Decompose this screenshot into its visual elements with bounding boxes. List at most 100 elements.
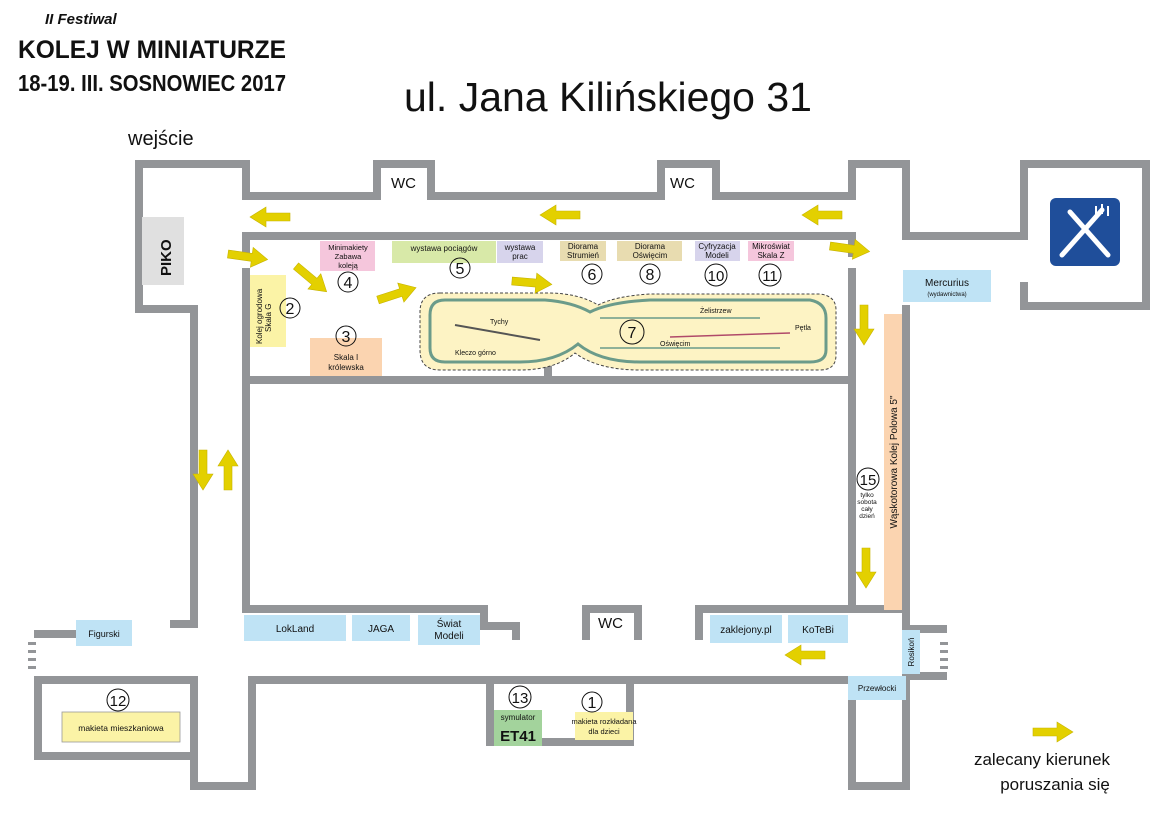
number-13: 13 (512, 690, 529, 707)
wc-label-right: WC (670, 175, 695, 192)
festival-title-line3: 18-19. III. SOSNOWIEC 2017 (18, 70, 286, 96)
arrow-icon (539, 204, 581, 226)
booth-przewlocki (848, 676, 906, 700)
booth-diorama-oswiecim (617, 241, 682, 261)
entrance-label: wejście (127, 128, 194, 150)
number-6: 6 (588, 267, 597, 284)
railway-layout (419, 292, 837, 371)
festival-title-line2: KOLEJ W MINIATURZE (18, 36, 286, 64)
booth-makieta-mieszkaniowa (61, 711, 181, 743)
booth-skala-krolewska (310, 338, 382, 376)
diorama-oswiecim-line2: Oświęcim (633, 251, 668, 260)
number-12: 12 (110, 693, 127, 710)
makieta-rozkladana-line2: dla dzieci (588, 727, 620, 736)
mercurius-sub: (wydawnictwa) (927, 292, 966, 298)
zaklejony-label: zaklejony.pl (720, 625, 772, 636)
wystawa-pociagow-label: wystawa pociągów (410, 244, 478, 253)
kolej-ogrodowa-line2: Skala G (264, 304, 273, 332)
skala-krolewska-line2: królewska (328, 363, 364, 372)
jaga-label: JAGA (368, 624, 394, 635)
booth-cyfryzacja (695, 241, 740, 261)
legend-line1: zalecany kierunek (974, 750, 1111, 769)
layout-label-oswiecim: Oświęcim (660, 341, 691, 348)
minimakiety-line1: Minimakiety (328, 243, 368, 252)
number-1: 1 (588, 695, 597, 712)
minimakiety-line3: koleją (338, 261, 358, 270)
booth-mercurius (903, 270, 991, 302)
mikroswiat-line2: Skala Z (757, 251, 784, 260)
booth-wystawa-prac (497, 241, 543, 263)
przewlocki-label: Przewłocki (858, 684, 896, 693)
arrow-icon (249, 206, 291, 228)
layout-label-petla: Pętla (795, 325, 811, 332)
number-7: 7 (628, 325, 637, 342)
number-15: 15 (860, 472, 877, 489)
number-10: 10 (708, 268, 725, 285)
diorama-oswiecim-line1: Diorama (635, 242, 666, 251)
arrow-icon (784, 644, 826, 666)
booth-wystawa-pociagow (392, 241, 496, 263)
mercurius-label: Mercurius (925, 278, 969, 289)
legend-arrow-icon (1032, 721, 1074, 743)
makieta-rozkladana-line1: makieta rozkładana (571, 717, 637, 726)
festival-title-line1: II Festiwal (45, 11, 118, 28)
booth-zaklejony (710, 615, 782, 643)
kotebi-label: KoTeBi (802, 625, 834, 636)
wc-label-bottom: WC (598, 615, 623, 632)
booth-lokland (244, 615, 346, 641)
figurski-label: Figurski (88, 629, 120, 639)
booth-swiat-modeli (418, 615, 480, 645)
layout-label-zelistrzew: Żelistrzew (700, 306, 732, 315)
skala-krolewska-line1: Skala I (334, 353, 358, 362)
cyfryzacja-line2: Modeli (705, 251, 729, 260)
arrow-icon (853, 304, 875, 346)
wystawa-prac-line1: wystawa (504, 243, 536, 252)
booth-mikroswiat (748, 241, 794, 261)
booth-waskotorowa (884, 314, 902, 610)
kolej-ogrodowa-line1: Kolej ogrodowa (255, 288, 264, 344)
booth-figurski (76, 620, 132, 646)
arrow-icon (855, 547, 877, 589)
diorama-strumien-line2: Strumień (567, 251, 599, 260)
legend-line2: poruszania się (1000, 775, 1110, 794)
booth-rosikon (902, 630, 920, 674)
layout-label-tychy: Tychy (490, 319, 509, 326)
swiat-modeli-line2: Modeli (434, 631, 463, 642)
piko-booth (142, 217, 184, 285)
minimakiety-line2: Zabawa (335, 252, 363, 261)
mikroswiat-line1: Mikroświat (752, 242, 791, 251)
saturday-line3: cały (861, 506, 873, 513)
diorama-strumien-line1: Diorama (568, 242, 599, 251)
et41-label: ET41 (500, 728, 536, 745)
booth-diorama-strumien (560, 241, 606, 261)
arrow-icon (217, 449, 239, 491)
booth-symulator (494, 710, 542, 746)
saturday-line4: dzień (859, 513, 875, 520)
number-2: 2 (286, 301, 295, 318)
booth-makieta-rozkladana (575, 712, 633, 740)
number-11: 11 (762, 268, 778, 285)
fork-knife-icon (1050, 198, 1120, 266)
number-markers (106, 257, 880, 713)
booth-minimakiety (320, 241, 375, 271)
lokland-label: LokLand (276, 624, 314, 635)
layout-label-kleczo: Kleczo górno (455, 350, 496, 357)
wystawa-prac-line2: prac (512, 252, 528, 261)
swiat-modeli-line1: Świat (437, 617, 462, 630)
booth-jaga (352, 615, 410, 641)
saturday-line2: sobota (857, 499, 877, 506)
number-3: 3 (342, 329, 351, 346)
arrow-icon (801, 204, 843, 226)
wc-label-left: WC (391, 175, 416, 192)
address-title: ul. Jana Kilińskiego 31 (404, 74, 812, 120)
number-5: 5 (456, 261, 465, 278)
arrow-icon (374, 277, 420, 311)
booth-kotebi (788, 615, 848, 643)
waskotorowa-label: Wąskotorowa Kolej Polowa 5" (889, 395, 900, 529)
walls (34, 160, 1150, 790)
number-8: 8 (646, 267, 655, 284)
rosikon-label: Rosikoń (907, 638, 916, 667)
symulator-label: symulator (501, 713, 536, 722)
piko-label: PIKO (158, 239, 175, 276)
